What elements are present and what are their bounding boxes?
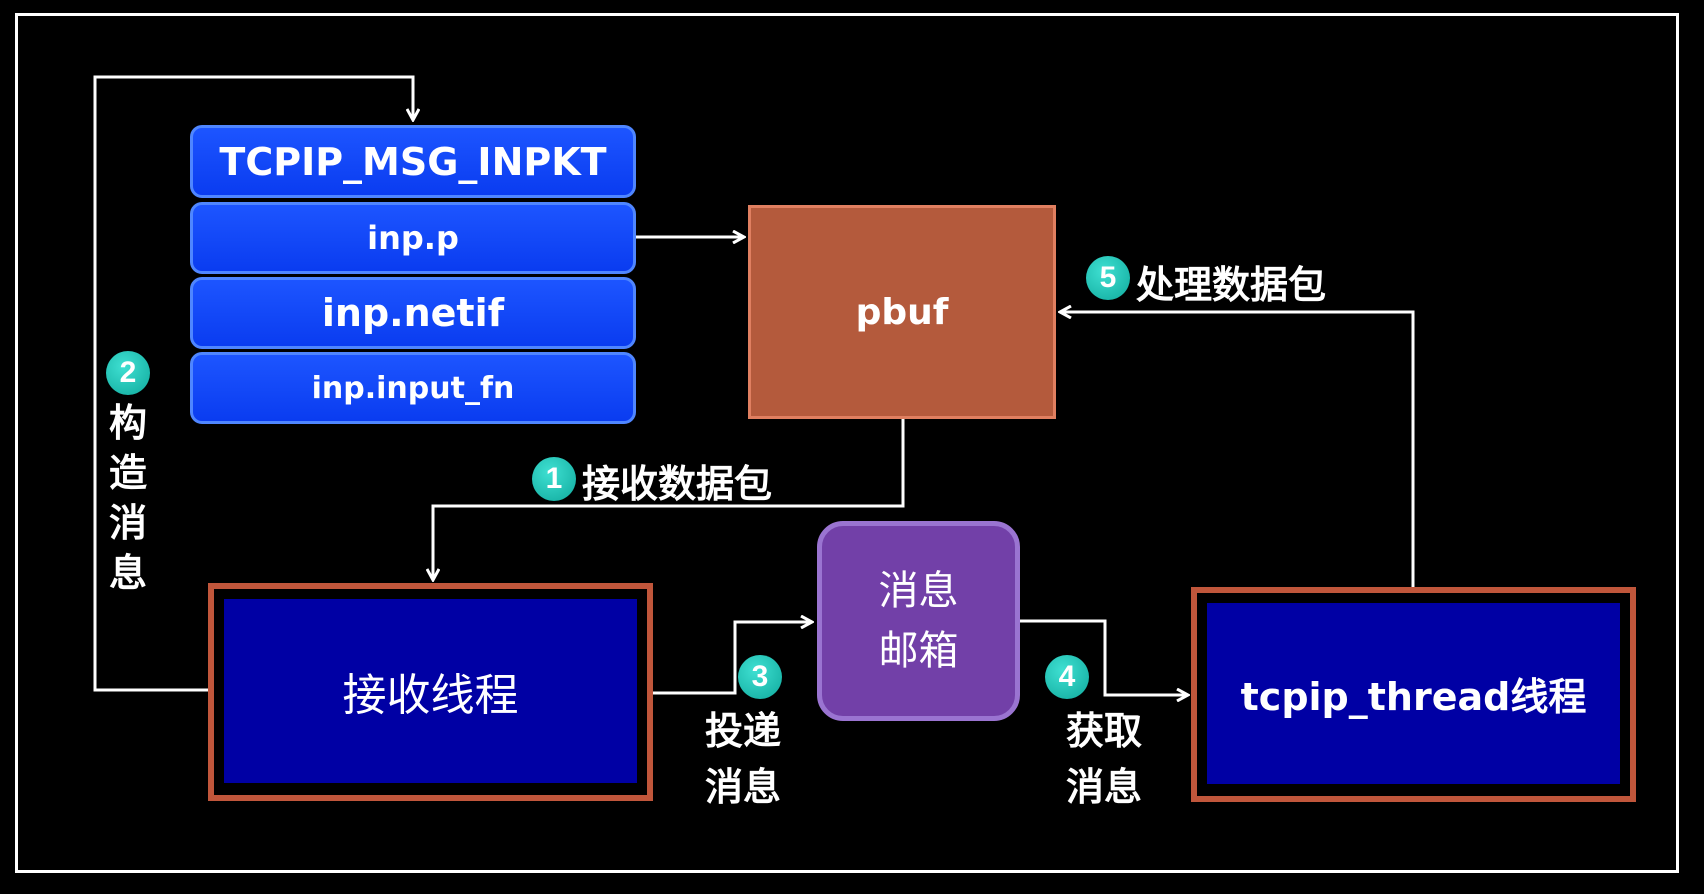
step-4-label: 获取消息 xyxy=(1065,708,1142,809)
step-5-badge: 5 xyxy=(1086,256,1130,300)
step-4-badge: 4 xyxy=(1045,655,1089,699)
arrow-process-packet xyxy=(1060,312,1415,587)
tcpip-thread-label-area: tcpip_thread线程 xyxy=(1207,603,1620,784)
step-2-label: 构造消息 xyxy=(108,400,147,595)
message-mailbox: 消息邮箱 xyxy=(817,521,1020,721)
message-struct-header: TCPIP_MSG_INPKT xyxy=(190,125,636,198)
step-1-badge: 1 xyxy=(532,457,576,501)
arrow-post-message xyxy=(650,622,812,695)
arrow-construct-message xyxy=(93,75,413,692)
tcpip-thread-box: tcpip_thread线程 xyxy=(1191,587,1636,802)
message-field-inp-netif: inp.netif xyxy=(190,277,636,349)
message-field-inp-p: inp.p xyxy=(190,202,636,274)
step-3-badge: 3 xyxy=(738,655,782,699)
step-3-label: 投递消息 xyxy=(704,708,781,809)
arrow-fetch-message xyxy=(1020,619,1188,695)
message-field-inp-input-fn: inp.input_fn xyxy=(190,352,636,424)
step-5-label: 处理数据包 xyxy=(1136,262,1327,307)
step-1-label: 接收数据包 xyxy=(582,461,773,506)
receive-thread-box: 接收线程 xyxy=(208,583,653,801)
receive-thread-label-area: 接收线程 xyxy=(224,599,637,783)
arrow-receive-packet xyxy=(433,419,905,580)
step-2-badge: 2 xyxy=(106,351,150,395)
pbuf-box: pbuf xyxy=(748,205,1056,419)
diagram-frame xyxy=(15,13,1679,873)
